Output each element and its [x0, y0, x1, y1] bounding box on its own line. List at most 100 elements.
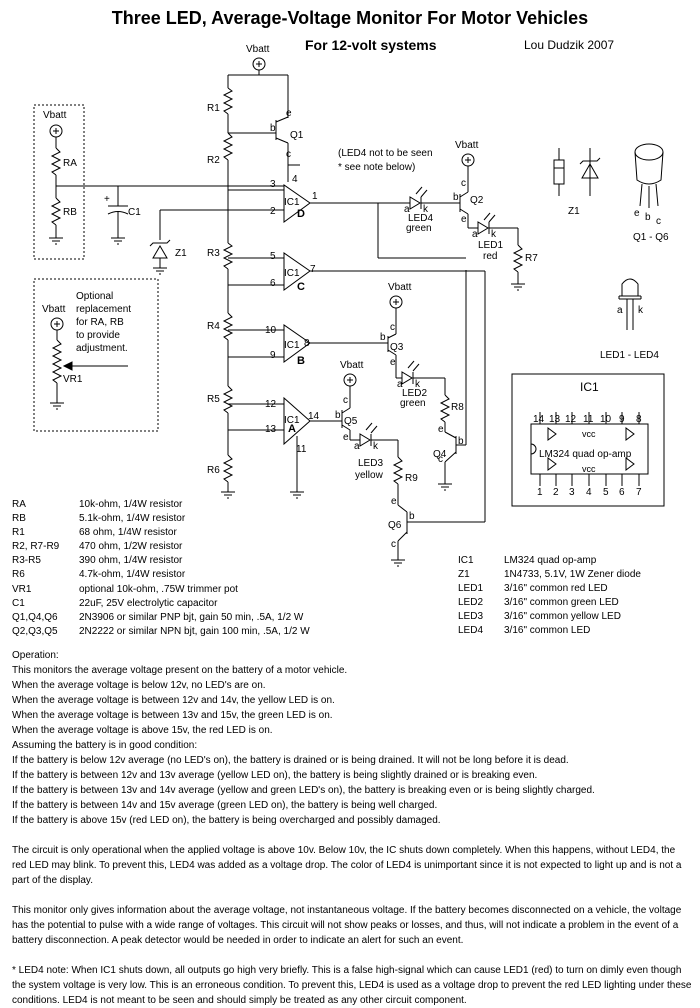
ic-pin-4: 4 — [292, 174, 298, 185]
q4-pin-e: e — [438, 424, 444, 435]
ra-label: RA — [63, 158, 77, 169]
q1-pin-b: b — [270, 123, 276, 134]
ic-bottom-pin: 6 — [619, 487, 625, 498]
led-pinout — [618, 278, 642, 330]
transistor-pinout — [634, 143, 664, 208]
diagram-title: Three LED, Average-Voltage Monitor For M… — [111, 8, 589, 28]
led4-label: LED4 — [408, 213, 433, 224]
operation-line: If the battery is between 14v and 15v av… — [12, 800, 438, 811]
operation-line: When the average voltage is above 15v, t… — [12, 725, 273, 736]
q3-pin-b: b — [380, 332, 386, 343]
q3-pin-e: e — [390, 357, 396, 368]
operation-line: Operation: — [12, 650, 59, 661]
ic1-package — [511, 373, 665, 507]
r8-label: R8 — [451, 402, 464, 413]
led4-note-2: * see note below) — [338, 162, 415, 173]
operation-line: When the average voltage is between 12v … — [12, 695, 335, 706]
q5-label: Q5 — [344, 416, 358, 427]
led3-color: yellow — [355, 470, 384, 481]
ic-top-pin: 14 — [533, 414, 545, 425]
led3-pin-k: k — [373, 441, 379, 452]
q4-pin-c: c — [438, 454, 443, 465]
led-pinout-a: a — [617, 305, 623, 316]
ic-bottom-pin: 7 — [636, 487, 642, 498]
vr1-label: VR1 — [63, 374, 83, 385]
ic-pin-10: 10 — [265, 325, 277, 336]
schematic-labels: Vbatt R1 R2 R3 R4 R5 R6 e b c Q1 3 4 2 1… — [42, 44, 538, 484]
ic-bottom-pin: 5 — [603, 487, 609, 498]
q6-pin-b: b — [409, 511, 415, 522]
r7-label: R7 — [525, 253, 538, 264]
amp-a-label: A — [288, 423, 296, 435]
ic-pin-6: 6 — [270, 278, 276, 289]
vbatt-label-q3: Vbatt — [388, 282, 412, 293]
optional-line-3: for RA, RB — [76, 317, 124, 328]
ic1-b-label: IC1 — [284, 340, 300, 351]
ic1-d-label: IC1 — [284, 197, 300, 208]
r4-label: R4 — [207, 321, 220, 332]
led4-pin-k: k — [423, 204, 429, 215]
q-pinout-label: Q1 - Q6 — [633, 232, 669, 243]
ic1-top-pins: 14 13 12 11 10 9 8 — [533, 414, 642, 425]
amp-d-label: D — [297, 208, 305, 220]
c1-label: C1 — [128, 207, 141, 218]
q5-pin-b: b — [335, 410, 341, 421]
operation-line: When the average voltage is below 12v, n… — [12, 680, 266, 691]
q1-label: Q1 — [290, 130, 304, 141]
optional-line-4: to provide — [76, 330, 120, 341]
operation-line: This monitors the average voltage presen… — [12, 665, 348, 676]
q4-pin-b: b — [458, 436, 464, 447]
q1-pin-c: c — [286, 149, 291, 160]
note-paragraph: This monitor only gives information abou… — [12, 905, 682, 946]
led-pinout-k: k — [638, 305, 644, 316]
ic-top-pin: 10 — [600, 414, 612, 425]
ic-top-pin: 13 — [549, 414, 561, 425]
led2-color: green — [400, 398, 426, 409]
ic1-chip-name: LM324 quad op-amp — [539, 449, 632, 460]
q5-pin-c: c — [343, 395, 348, 406]
q1-pin-e: e — [286, 108, 292, 119]
ic-pin-14: 14 — [308, 411, 320, 422]
amp-c-label: C — [297, 281, 305, 293]
operation-line: If the battery is below 12v average (no … — [12, 755, 569, 766]
ic-top-pin: 8 — [636, 414, 642, 425]
r6-label: R6 — [207, 465, 220, 476]
ic-pin-5: 5 — [270, 251, 276, 262]
ic-bottom-pin: 1 — [537, 487, 543, 498]
ic-top-pin: 11 — [583, 414, 594, 425]
q4-label: Q4 — [433, 449, 447, 460]
pinout-e: e — [634, 208, 640, 219]
led1-label: LED1 — [478, 240, 503, 251]
vbatt-label-main: Vbatt — [246, 44, 270, 55]
ic-top-pin: 12 — [565, 414, 577, 425]
q3-pin-c: c — [390, 322, 395, 333]
c1-plus: + — [104, 194, 110, 205]
ic1-a-label: IC1 — [284, 415, 300, 426]
led4-pin-a: a — [404, 204, 410, 215]
operation-line: Assuming the battery is in good conditio… — [12, 740, 198, 751]
led1-pin-k: k — [491, 229, 497, 240]
vbatt-label-ra: Vbatt — [43, 110, 67, 121]
optional-line-1: Optional — [76, 291, 113, 302]
ic1-box-title: IC1 — [580, 380, 599, 394]
operation-line: If the battery is between 13v and 14v av… — [12, 785, 595, 796]
led3-pin-a: a — [354, 441, 360, 452]
q6-pin-e: e — [391, 496, 397, 507]
q2-pin-b: b — [453, 192, 459, 203]
ic1-vcc-top: vcc — [582, 429, 596, 439]
diagram-subtitle: For 12-volt systems — [305, 37, 437, 53]
ic-pin-8: 8 — [304, 338, 310, 349]
r2-label: R2 — [207, 155, 220, 166]
